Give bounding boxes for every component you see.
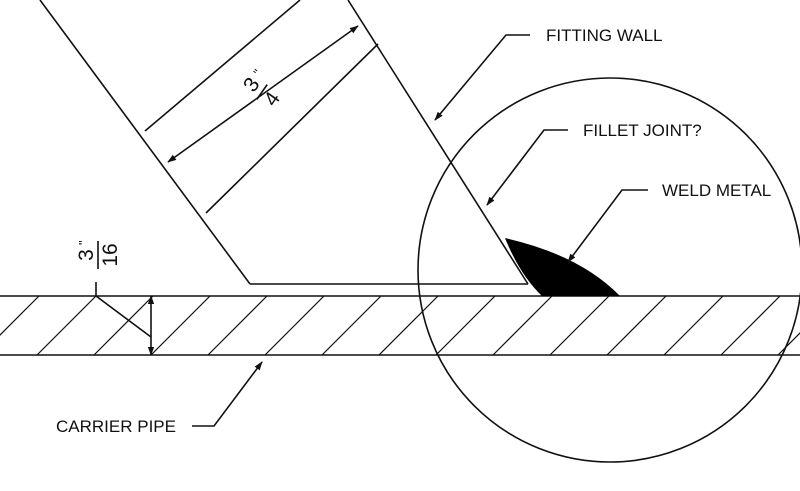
hatch-line xyxy=(207,296,268,355)
weld-metal-leader xyxy=(567,189,648,263)
hatch-line xyxy=(321,296,382,355)
fillet-joint-label: FILLET JOINT? xyxy=(583,121,702,140)
hatch-line xyxy=(777,332,800,355)
carrier-pipe-wall xyxy=(0,295,800,356)
hatch-line xyxy=(150,296,211,355)
dimension-text-3-16: 3 16 " xyxy=(75,240,122,269)
hatch-line xyxy=(492,296,553,355)
hatch-line xyxy=(36,296,97,355)
hatch-line xyxy=(0,296,40,336)
dimension-line-3-4 xyxy=(167,25,359,163)
pipe-dim-numerator: 3 xyxy=(75,249,98,261)
fitting-wall-label: FITTING WALL xyxy=(546,26,663,45)
fitting-outer-edge xyxy=(347,0,529,285)
fillet-joint-leader xyxy=(486,129,568,206)
pipe-section-hatching xyxy=(0,296,800,355)
fitting-dim-unit: " xyxy=(250,66,265,79)
fitting-wall-leader xyxy=(434,34,530,121)
hatch-line xyxy=(435,296,496,355)
fitting-extension-line-lower xyxy=(205,43,379,214)
pipe-dim-unit: " xyxy=(76,240,91,245)
hatch-line xyxy=(378,296,439,355)
carrier-pipe-leader xyxy=(192,361,263,427)
hatch-line xyxy=(663,296,724,355)
fitting-dim-fraction-bar xyxy=(256,84,268,100)
fitting-extension-line-upper xyxy=(144,0,301,132)
hatch-line xyxy=(720,296,781,355)
weld-metal-fillet xyxy=(505,238,620,296)
weld-metal-label: WELD METAL xyxy=(662,181,771,200)
fitting-inner-edge xyxy=(39,0,251,285)
callout-leaders xyxy=(192,34,648,427)
fitting-dim-denominator: 4 xyxy=(259,88,285,111)
carrier-pipe-label: CARRIER PIPE xyxy=(56,417,176,436)
hatch-line xyxy=(93,296,154,355)
detail-circle xyxy=(417,77,800,463)
hatch-line xyxy=(606,296,667,355)
hatch-line xyxy=(549,296,610,355)
pipe-thickness-dimension: 3 16 " xyxy=(75,240,155,356)
fitting-thickness-dimension: 3 4 " xyxy=(167,25,359,163)
pipe-dim-denominator: 16 xyxy=(99,243,122,266)
hatch-line xyxy=(264,296,325,355)
dimension-leader-3-16 xyxy=(95,282,152,338)
fitting-wall xyxy=(39,0,529,285)
